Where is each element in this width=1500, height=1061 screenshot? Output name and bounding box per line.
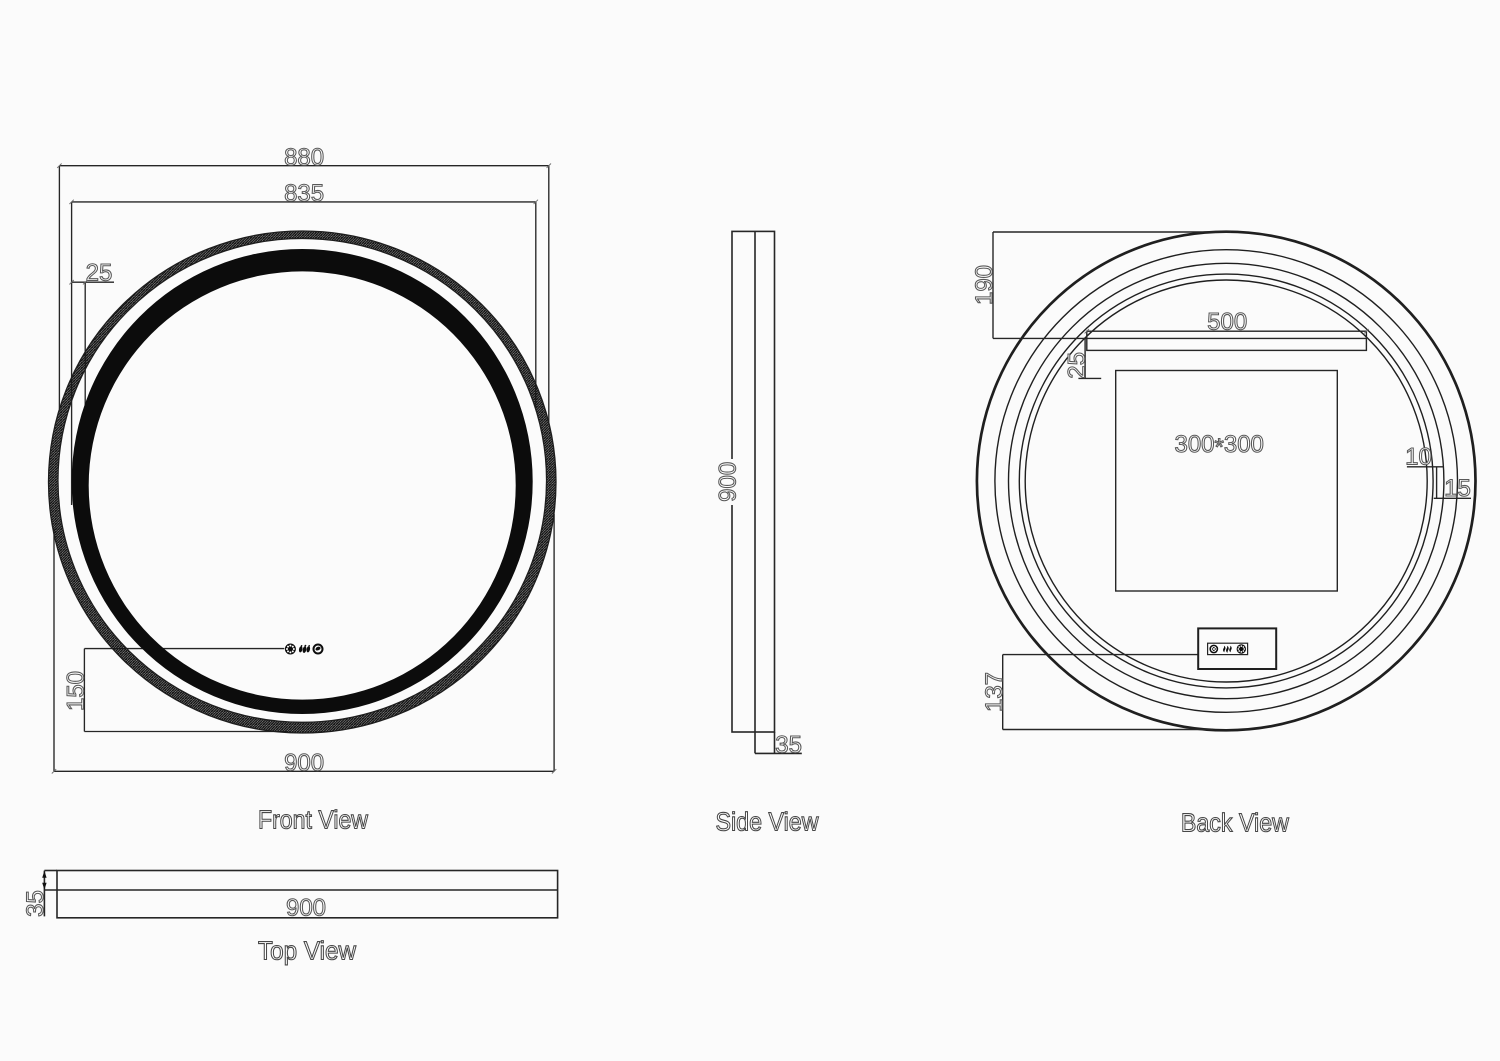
svg-text:10: 10 [1405, 443, 1432, 470]
svg-text:15: 15 [1444, 475, 1471, 502]
svg-text:900: 900 [286, 894, 326, 921]
svg-text:880: 880 [284, 144, 324, 171]
svg-text:500: 500 [1207, 309, 1247, 336]
svg-text:25: 25 [86, 260, 113, 287]
svg-text:35: 35 [22, 890, 49, 917]
svg-text:835: 835 [284, 180, 324, 207]
svg-text:190: 190 [971, 265, 998, 305]
svg-text:35: 35 [775, 732, 802, 759]
svg-text:300*300: 300*300 [1174, 431, 1263, 461]
svg-text:150: 150 [63, 671, 90, 711]
svg-text:25: 25 [1063, 352, 1090, 379]
svg-text:Back View: Back View [1181, 807, 1289, 837]
svg-text:137: 137 [981, 672, 1008, 712]
svg-text:900: 900 [284, 749, 324, 776]
svg-text:Front View: Front View [258, 804, 368, 834]
svg-text:900: 900 [715, 462, 742, 502]
svg-text:Side View: Side View [716, 807, 819, 837]
svg-text:Top View: Top View [258, 935, 356, 965]
